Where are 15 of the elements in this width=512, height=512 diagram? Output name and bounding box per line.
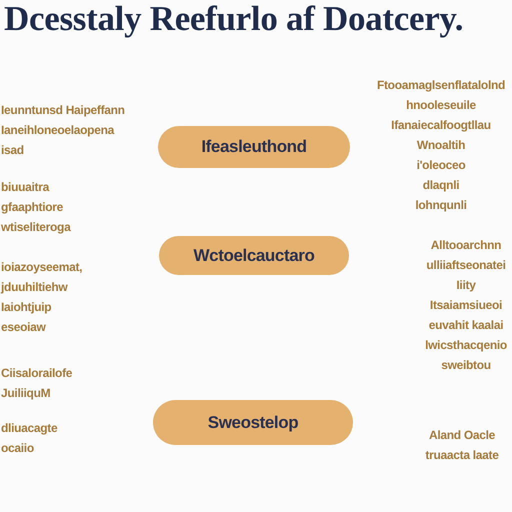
description-text: Aland Oacle truaacta laate — [425, 427, 499, 464]
diagram-title: Dcesstaly Reefurlo af Doatcery. — [4, 0, 464, 38]
process-pill — [153, 400, 353, 445]
description-text: Ciisalorailofe JuiliiquM — [1, 365, 72, 402]
process-pill — [158, 126, 350, 168]
pill-label: Ifeasleuthond — [201, 137, 307, 157]
description-text: Alltooarchnn ulliiaftseonatei Iiity Itsaiamsiueoi euvahit kaalai lwicsthacqenio sweibtou — [425, 237, 507, 374]
pill-label: Wctoelcauctaro — [194, 246, 314, 266]
description-text: ioiazoyseemat, jduuhiltiehw Iaiohtjuip eseoiaw — [1, 259, 82, 336]
description-text: biuuaitra gfaaphtiore wtiseliteroga — [1, 179, 70, 236]
description-text: Ftooamaglsenflatalolnd hnooleseuile Ifanaiecalfoogtllau Wnoaltih i'oleoceo dlaqnli lohnqunli — [376, 77, 506, 214]
pill-label: Sweostelop — [208, 412, 298, 432]
description-text: Ieunntunsd Haipeffann Ianeihloneoelaopena isad — [1, 102, 125, 159]
process-pill — [159, 236, 349, 275]
description-text: dliuacagte ocaiio — [1, 420, 58, 457]
